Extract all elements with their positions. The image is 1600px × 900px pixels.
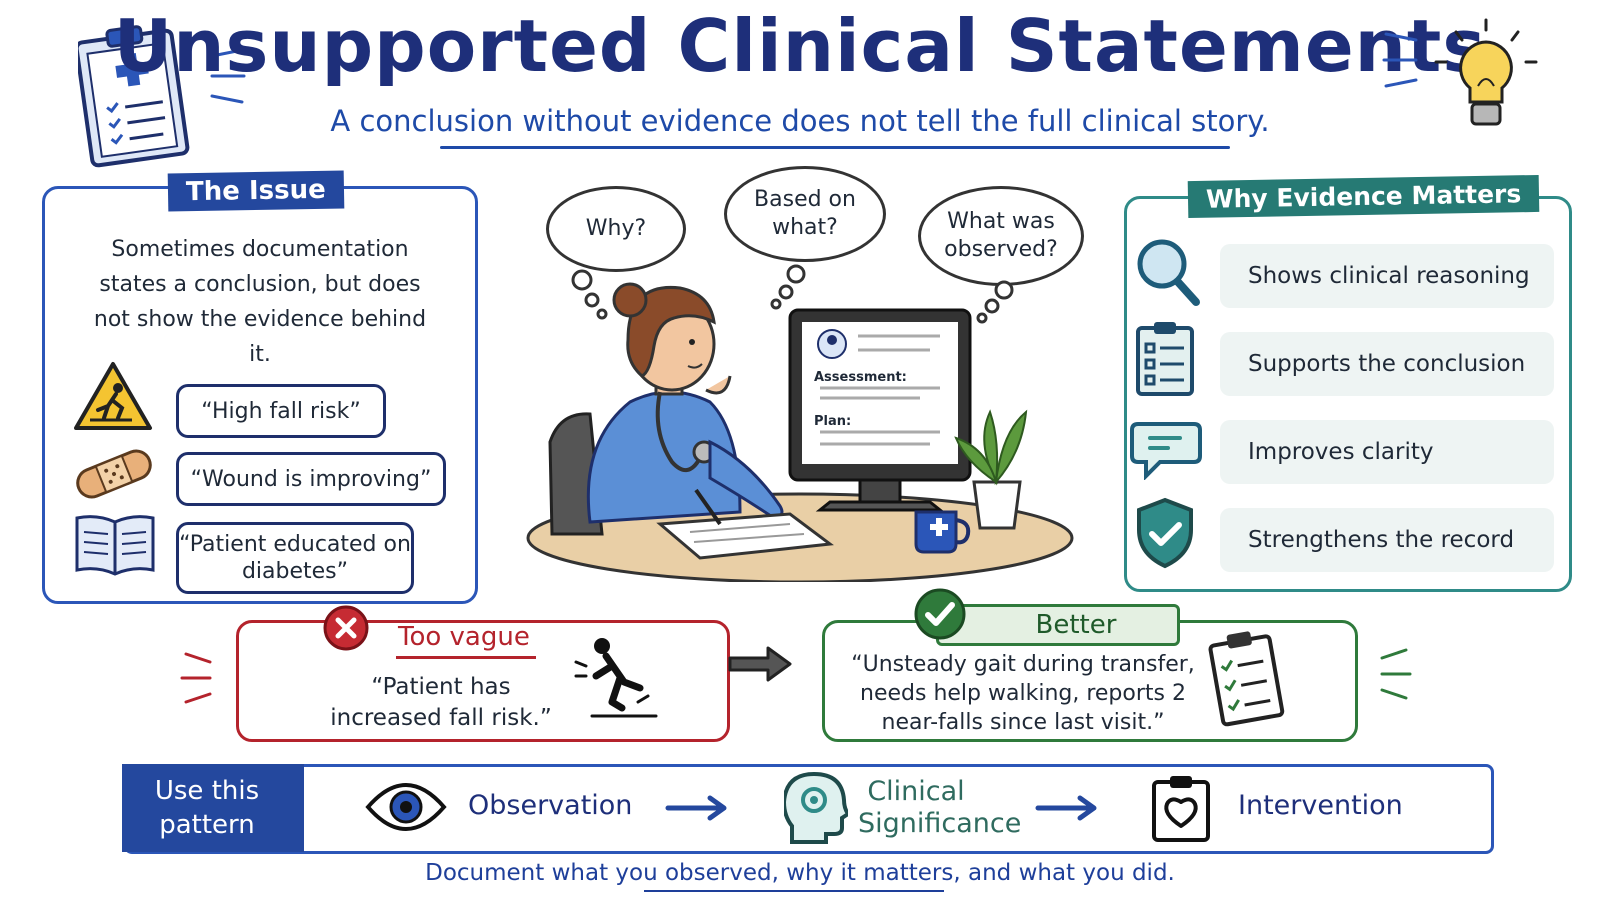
open-book-icon <box>75 515 155 576</box>
warning-fall-icon <box>74 362 152 430</box>
example-quote: “Patient educated on diabetes” <box>176 522 414 594</box>
pattern-step: Clinical Significance <box>858 776 1022 839</box>
footer-text: Document what you observed, why it matte… <box>425 860 1175 886</box>
eye-icon <box>365 783 447 831</box>
too-vague-label: Too vague <box>398 622 530 652</box>
pattern-step: Intervention <box>1238 790 1403 821</box>
accent-lines-left <box>210 48 246 104</box>
page-subtitle: A conclusion without evidence does not t… <box>330 104 1270 138</box>
thought-bubble: Based on what? <box>724 166 886 262</box>
clipboard-heart-icon <box>1152 776 1210 842</box>
example-quote: “Wound is improving” <box>176 452 446 506</box>
too-vague-underline <box>396 656 536 659</box>
why-item: Improves clarity <box>1220 420 1554 484</box>
why-item: Supports the conclusion <box>1220 332 1554 396</box>
clipboard-icon <box>78 25 190 168</box>
thought-bubble: Why? <box>546 186 686 272</box>
better-label: Better <box>936 604 1180 646</box>
why-tag: Why Evidence Matters <box>1187 174 1540 219</box>
arrow-right-icon <box>728 646 792 682</box>
speech-bubble-icon <box>1130 422 1202 480</box>
accent-lines-left <box>180 652 212 704</box>
check-circle-icon <box>914 588 966 640</box>
person-falling-icon <box>574 638 658 718</box>
screen-plan-label: Plan: <box>814 414 852 429</box>
example-quote: “High fall risk” <box>176 384 386 438</box>
head-gear-icon <box>784 771 848 844</box>
bandage-icon <box>76 449 152 499</box>
subtitle-underline <box>440 146 1230 149</box>
too-vague-quote: “Patient has increased fall risk.” <box>330 674 552 731</box>
thought-dots <box>571 264 1014 324</box>
page-title: Unsupported Clinical Statements <box>113 4 1487 88</box>
x-circle-icon <box>323 605 369 651</box>
magnifying-glass-icon <box>1137 239 1200 306</box>
why-item: Shows clinical reasoning <box>1220 244 1554 308</box>
screen-assessment-label: Assessment: <box>814 370 907 385</box>
issue-tag: The Issue <box>167 170 345 212</box>
why-item: Strengthens the record <box>1220 508 1554 572</box>
arrow-right-icon <box>1035 795 1097 821</box>
lightbulb-icon <box>1434 18 1538 126</box>
shield-check-icon <box>1137 497 1193 569</box>
better-quote: “Unsteady gait during transfer, needs he… <box>851 652 1195 735</box>
checklist-clipboard-icon <box>1208 631 1285 727</box>
accent-lines-right <box>1382 32 1418 88</box>
accent-lines-right <box>1380 648 1412 700</box>
nurse-at-computer-illustration <box>526 282 1074 582</box>
too-vague-panel <box>236 620 730 742</box>
arrow-right-icon <box>665 795 727 821</box>
issue-description: Sometimes documentation states a conclus… <box>93 237 427 367</box>
footer-underline <box>644 890 944 892</box>
checklist-clipboard-icon <box>1136 322 1194 396</box>
pattern-step: Observation <box>468 790 633 821</box>
pattern-tag: Use this pattern <box>122 764 304 852</box>
